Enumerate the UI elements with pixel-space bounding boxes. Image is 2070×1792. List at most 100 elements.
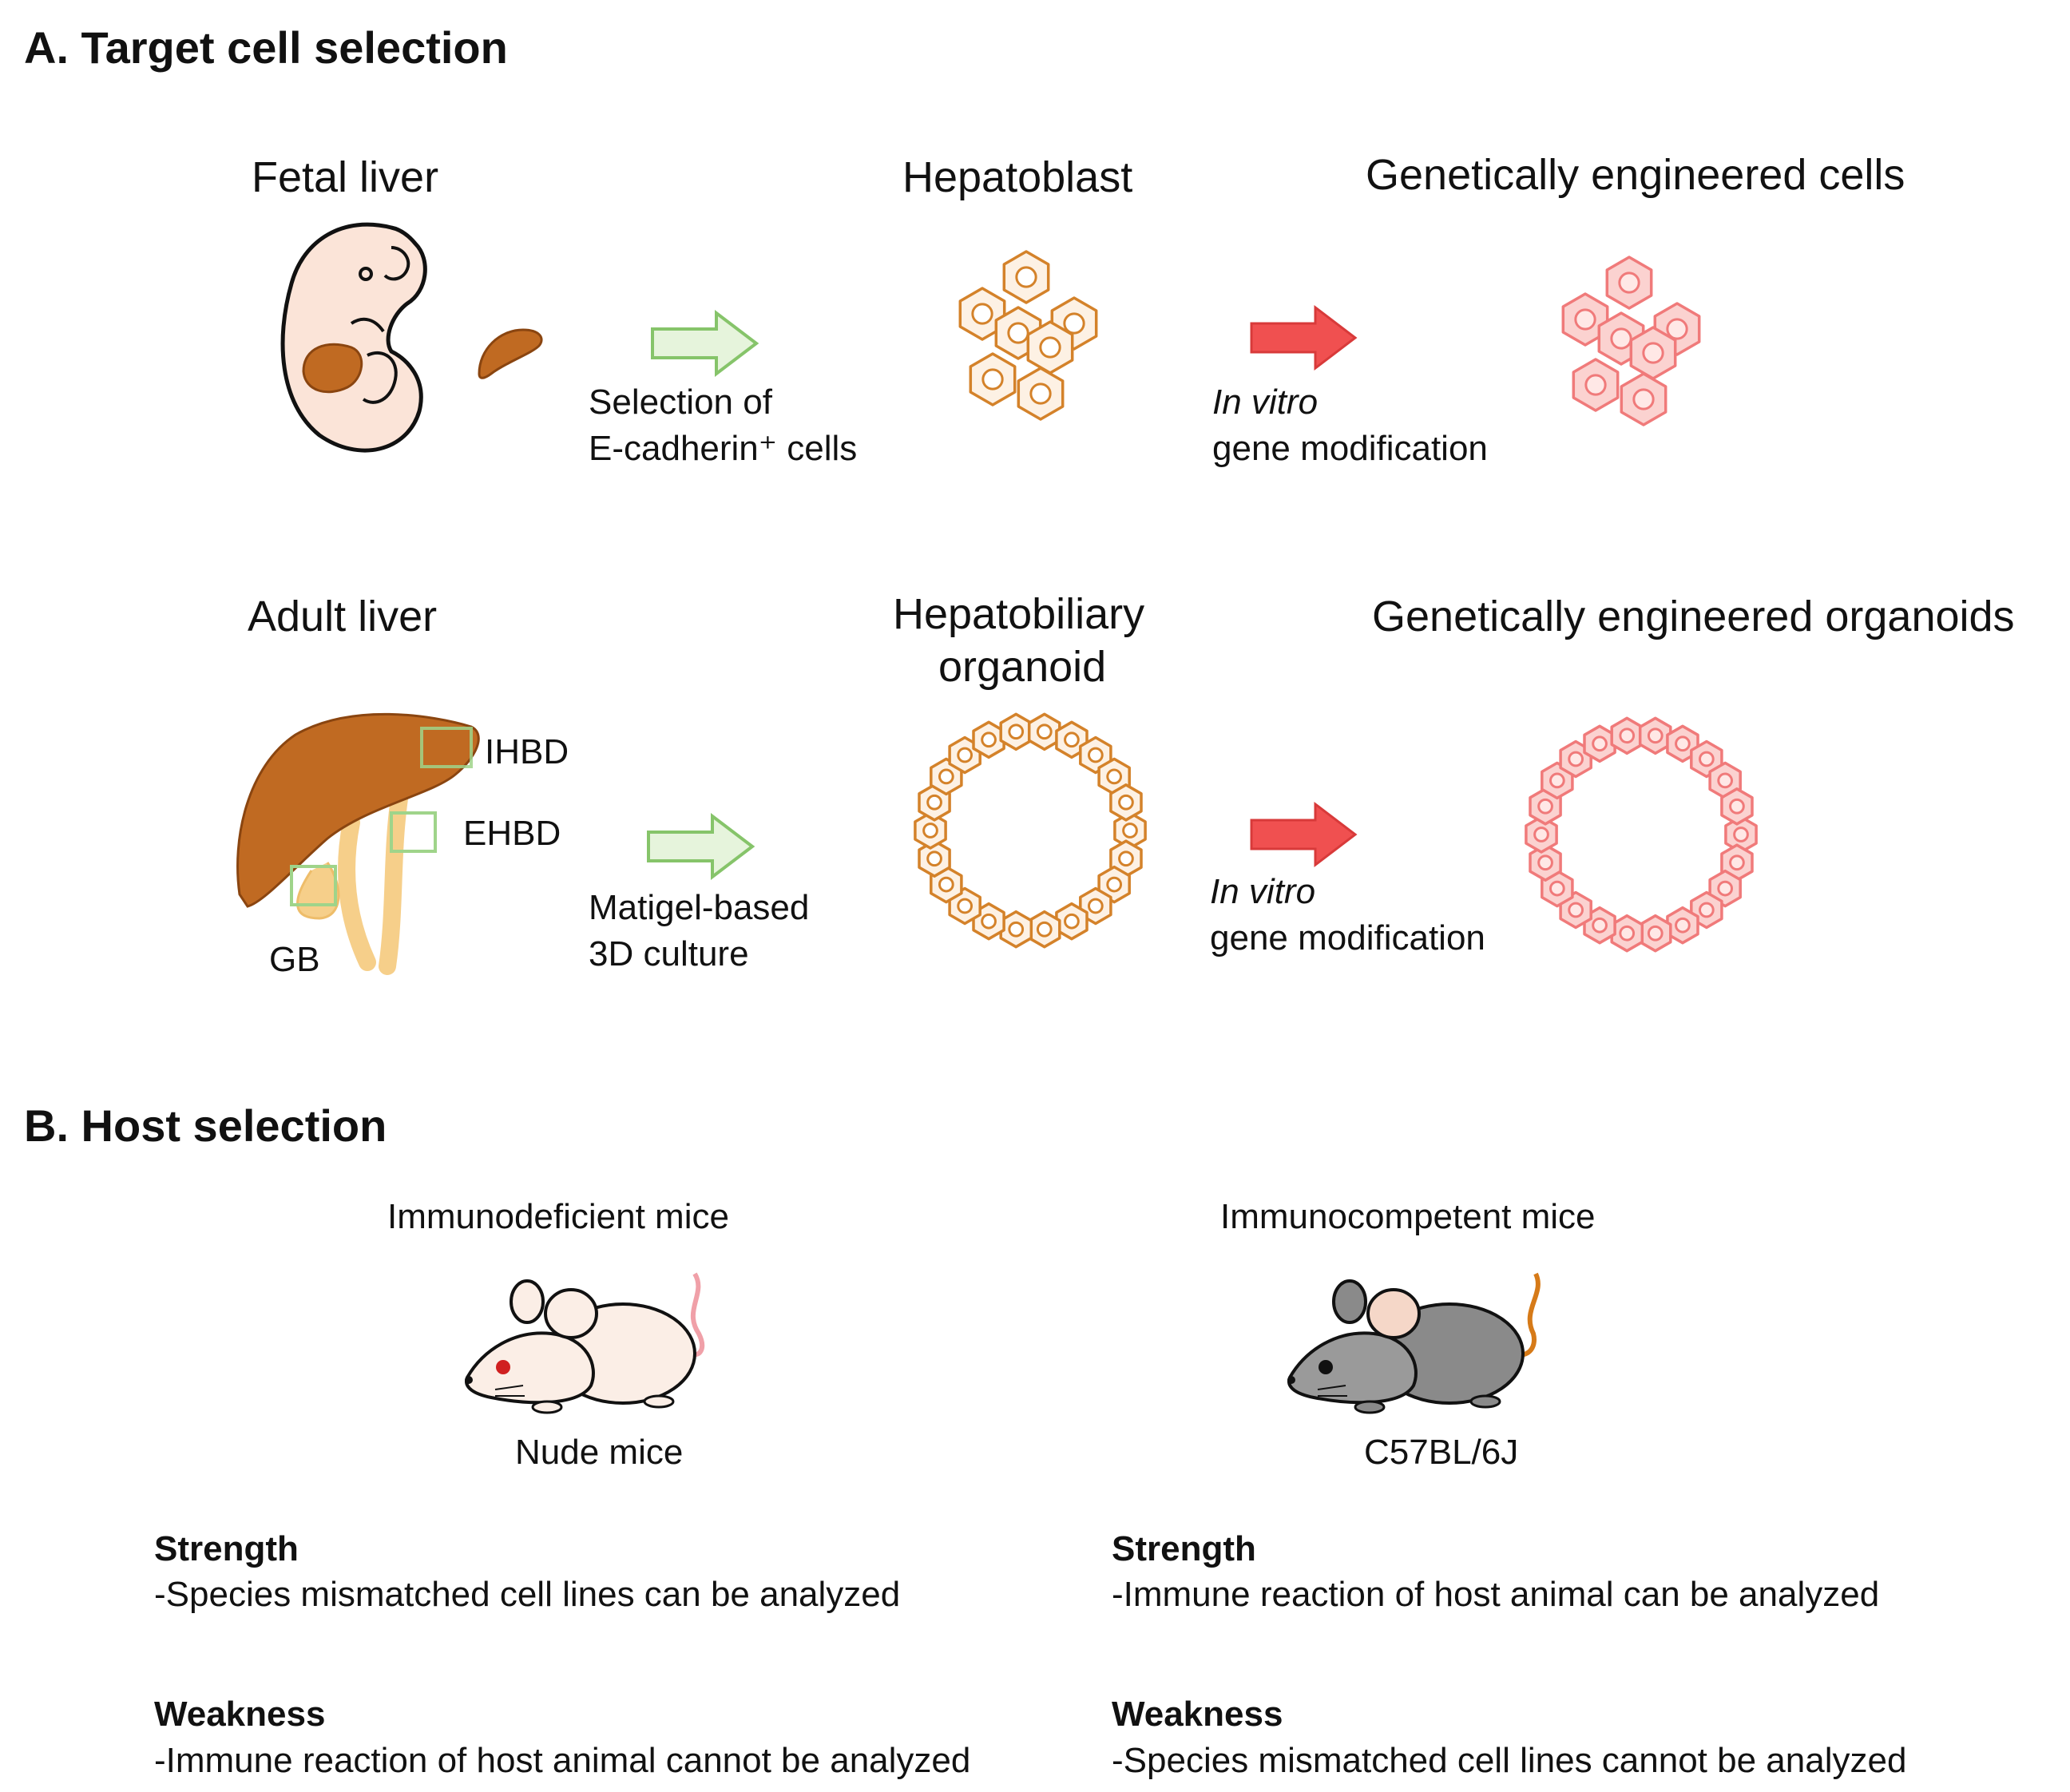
cell-nucleus xyxy=(1122,823,1138,839)
cell-nucleus xyxy=(1647,925,1664,942)
green-arrow-2 xyxy=(647,812,755,881)
nude-mice-label: Nude mice xyxy=(515,1433,684,1472)
cell-nucleus xyxy=(1675,917,1691,934)
cell-nucleus xyxy=(1610,327,1632,350)
embryo-icon xyxy=(280,222,427,453)
immunodeficient-label: Immunodeficient mice xyxy=(387,1197,729,1236)
cell-nucleus xyxy=(938,876,954,893)
cell-nucleus xyxy=(1729,854,1745,871)
section-a-title: A. Target cell selection xyxy=(24,22,508,73)
cell-nucleus xyxy=(1632,388,1655,410)
step2-caption-line1: In vitro xyxy=(1212,383,1319,422)
cell-nucleus xyxy=(1666,318,1688,340)
step2-caption-line2: gene modification xyxy=(1212,429,1488,468)
immunocompetent-label: Immunocompetent mice xyxy=(1220,1197,1596,1236)
cell-nucleus xyxy=(922,823,938,839)
cell-nucleus xyxy=(971,303,993,325)
cell-nucleus xyxy=(1008,724,1025,740)
cell-nucleus xyxy=(1675,735,1691,752)
left-weakness-heading: Weakness xyxy=(154,1695,326,1734)
right-weakness-heading: Weakness xyxy=(1112,1695,1283,1734)
cell-nucleus xyxy=(1717,880,1734,897)
cell-nucleus xyxy=(1029,383,1052,405)
cell-nucleus xyxy=(957,747,974,763)
cell-nucleus xyxy=(1729,798,1745,815)
fetal-liver-icon xyxy=(478,328,543,379)
left-weakness-text: -Immune reaction of host animal cannot b… xyxy=(154,1741,971,1780)
cell-nucleus xyxy=(1733,827,1749,842)
cell-nucleus xyxy=(1036,921,1053,938)
cell-nucleus xyxy=(981,368,1004,391)
right-strength-heading: Strength xyxy=(1112,1529,1256,1568)
cell-nucleus xyxy=(1039,336,1061,359)
cell-nucleus xyxy=(1537,798,1553,815)
engineered-cells-cluster-icon xyxy=(1561,256,1701,426)
adult-liver-label: Adult liver xyxy=(248,593,438,640)
cell-nucleus xyxy=(1106,876,1123,893)
cell-nucleus xyxy=(1698,902,1715,918)
red-arrow-2 xyxy=(1250,801,1358,868)
c57bl-label: C57BL/6J xyxy=(1364,1433,1519,1472)
cell-nucleus xyxy=(1619,728,1636,744)
cell-nucleus xyxy=(1592,735,1608,752)
cell-nucleus xyxy=(1584,374,1607,396)
organoid-label-line1: Hepatobiliary xyxy=(893,590,1145,638)
organoid-step2-line1: In vitro xyxy=(1210,872,1316,911)
cell-nucleus xyxy=(1717,772,1734,789)
cell-nucleus xyxy=(1618,272,1640,294)
gb-label: GB xyxy=(269,940,320,979)
cell-nucleus xyxy=(1549,880,1565,897)
ehbd-label: EHBD xyxy=(463,814,561,853)
adult-liver-icon xyxy=(236,712,480,975)
cell-nucleus xyxy=(1619,925,1636,942)
cell-nucleus xyxy=(1118,850,1134,867)
cell-nucleus xyxy=(1698,751,1715,767)
hepatobiliary-organoid-icon xyxy=(914,712,1147,949)
cell-nucleus xyxy=(1106,768,1123,785)
step1-caption-line1: Selection of xyxy=(589,383,772,422)
culture-caption-line1: Matigel-based xyxy=(589,888,810,927)
cell-nucleus xyxy=(1063,312,1085,335)
cell-nucleus xyxy=(957,898,974,914)
cell-nucleus xyxy=(1008,921,1025,938)
cell-nucleus xyxy=(1064,731,1080,748)
engineered-organoids-label: Genetically engineered organoids xyxy=(1372,593,2015,640)
red-arrow-1 xyxy=(1250,304,1358,371)
right-strength-text: -Immune reaction of host animal can be a… xyxy=(1112,1575,1880,1614)
cell-nucleus xyxy=(1574,308,1596,331)
left-strength-heading: Strength xyxy=(154,1529,299,1568)
engineered-organoid-icon xyxy=(1525,716,1758,953)
fetal-liver-label: Fetal liver xyxy=(252,153,439,201)
organoid-step2-line2: gene modification xyxy=(1210,918,1485,957)
cell-nucleus xyxy=(1568,751,1584,767)
cell-nucleus xyxy=(1568,902,1584,918)
nude-mouse-icon xyxy=(465,1272,705,1414)
cell-nucleus xyxy=(981,731,997,748)
right-weakness-text: -Species mismatched cell lines cannot be… xyxy=(1112,1741,1907,1780)
cell-nucleus xyxy=(1647,728,1664,744)
cell-nucleus xyxy=(1642,342,1664,364)
left-strength-text: -Species mismatched cell lines can be an… xyxy=(154,1575,901,1614)
cell-nucleus xyxy=(926,850,942,867)
cell-nucleus xyxy=(926,794,942,811)
cell-nucleus xyxy=(1592,917,1608,934)
section-b-title: B. Host selection xyxy=(24,1100,387,1151)
hepatoblast-cluster-icon xyxy=(958,250,1098,421)
engineered-cells-label: Genetically engineered cells xyxy=(1366,151,1905,199)
cell-nucleus xyxy=(1537,854,1553,871)
hepatoblast-label: Hepatoblast xyxy=(902,153,1133,201)
organoid-label-line2: organoid xyxy=(938,643,1107,691)
cell-nucleus xyxy=(1015,266,1037,288)
cell-nucleus xyxy=(1007,322,1029,344)
c57bl-mouse-icon xyxy=(1287,1272,1541,1414)
cell-nucleus xyxy=(938,768,954,785)
cell-nucleus xyxy=(1087,747,1104,763)
culture-caption-line2: 3D culture xyxy=(589,934,749,973)
step1-caption-line2: E-cadherin⁺ cells xyxy=(589,429,858,468)
cell-nucleus xyxy=(1064,913,1080,930)
cell-nucleus xyxy=(1118,794,1134,811)
cell-nucleus xyxy=(1533,827,1549,842)
ihbd-label: IHBD xyxy=(485,732,569,771)
cell-nucleus xyxy=(1087,898,1104,914)
cell-nucleus xyxy=(1036,724,1053,740)
